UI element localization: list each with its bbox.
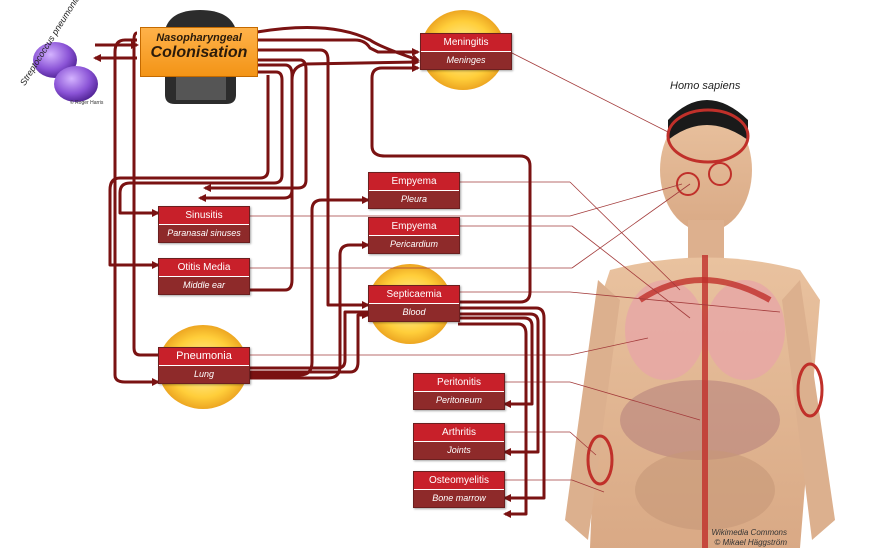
- credit-line1: Wikimedia Commons: [711, 528, 788, 537]
- disease-title: Arthritis: [414, 424, 504, 442]
- disease-box-septicaemia: Septicaemia Blood: [368, 285, 460, 322]
- disease-title: Meningitis: [421, 34, 511, 52]
- disease-site: Pericardium: [369, 236, 459, 253]
- body-connector-lines: [248, 51, 781, 493]
- disease-box-meningitis: Meningitis Meninges: [420, 33, 512, 70]
- colonisation-box: Nasopharyngeal Colonisation: [140, 27, 258, 77]
- spread-arrows: [93, 26, 546, 518]
- disease-box-arthritis: Arthritis Joints: [413, 423, 505, 460]
- disease-title: Osteomyelitis: [414, 472, 504, 490]
- disease-site: Meninges: [421, 52, 511, 69]
- disease-site: Paranasal sinuses: [159, 225, 249, 242]
- disease-box-empyema-pleura: Empyema Pleura: [368, 172, 460, 209]
- disease-site: Pleura: [369, 191, 459, 208]
- disease-box-otitis-media: Otitis Media Middle ear: [158, 258, 250, 295]
- disease-box-sinusitis: Sinusitis Paranasal sinuses: [158, 206, 250, 243]
- disease-site: Bone marrow: [414, 490, 504, 507]
- streptococcus-pneumoniae-image: [33, 42, 98, 102]
- disease-title: Otitis Media: [159, 259, 249, 277]
- image-credit: Wikimedia Commons © Mikael Häggström: [707, 528, 788, 548]
- disease-title: Empyema: [369, 218, 459, 236]
- disease-site: Blood: [369, 304, 459, 321]
- human-body-image: [565, 100, 835, 548]
- disease-box-peritonitis: Peritonitis Peritoneum: [413, 373, 505, 410]
- colonisation-line1: Nasopharyngeal: [156, 32, 242, 44]
- disease-site: Joints: [414, 442, 504, 459]
- disease-title: Septicaemia: [369, 286, 459, 304]
- credit-line2: © Mikael Häggström: [714, 538, 787, 547]
- disease-title: Peritonitis: [414, 374, 504, 392]
- disease-box-osteomyelitis: Osteomyelitis Bone marrow: [413, 471, 505, 508]
- host-label: Homo sapiens: [670, 80, 741, 92]
- disease-site: Middle ear: [159, 277, 249, 294]
- colonisation-line2: Colonisation: [150, 44, 248, 61]
- disease-title: Pneumonia: [159, 348, 249, 366]
- disease-site: Lung: [159, 366, 249, 383]
- disease-box-pneumonia: Pneumonia Lung: [158, 347, 250, 384]
- disease-title: Sinusitis: [159, 207, 249, 225]
- bacterium-copyright: © Roger Harris: [70, 100, 104, 106]
- disease-title: Empyema: [369, 173, 459, 191]
- disease-site: Peritoneum: [414, 392, 504, 409]
- disease-box-empyema-pericardium: Empyema Pericardium: [368, 217, 460, 254]
